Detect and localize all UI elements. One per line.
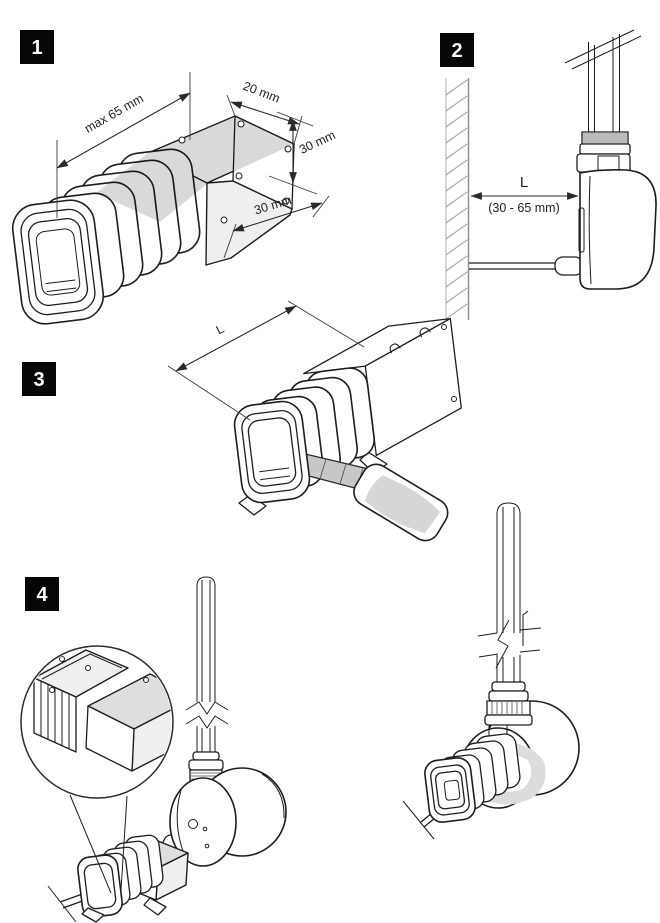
wall-hatch <box>445 79 468 320</box>
dimension-line-depth <box>230 101 300 125</box>
box-foot <box>143 897 167 916</box>
magnifier-pointer-line <box>69 794 112 894</box>
dim-label-max-length: max 65 mm <box>82 91 146 135</box>
threaded-fitting <box>576 131 631 173</box>
cable-gland <box>554 256 584 276</box>
dim-label-height: 30 mm <box>297 128 338 157</box>
step-2: 2 <box>440 29 657 320</box>
badge-square <box>440 33 474 67</box>
dimension-line-width <box>232 202 323 232</box>
wall-section <box>445 78 470 320</box>
step-1-badge: 1 <box>20 30 54 64</box>
bellows-cover-figure <box>11 115 295 325</box>
knife-handle <box>353 463 449 542</box>
cable-cut-mark <box>402 800 435 840</box>
step-2-badge: 2 <box>440 33 474 67</box>
threaded-fitting <box>484 681 533 740</box>
radiator-tube <box>477 502 542 682</box>
pipe-break-icon <box>477 632 498 637</box>
step-number: 1 <box>31 37 42 59</box>
cable-and-cover <box>47 833 189 923</box>
installed-bellows-cover <box>424 732 522 823</box>
cover-foot <box>81 907 105 923</box>
step-1: 1 <box>11 30 338 325</box>
front-ring <box>233 400 311 504</box>
heating-element-assembly-left <box>20 576 287 923</box>
badge-square <box>25 577 59 611</box>
cover-cutting-figure <box>233 317 462 542</box>
step-4-badge: 4 <box>25 577 59 611</box>
element-housing <box>579 169 657 290</box>
dim-label-range: (30 - 65 mm) <box>488 201 560 215</box>
bellows-cover <box>77 833 165 923</box>
element-head <box>169 767 287 867</box>
heating-element-assembly-right <box>402 502 580 840</box>
step-number: 2 <box>451 40 462 62</box>
step-2-dimensions: L (30 - 65 mm) <box>470 174 579 215</box>
radiator-break-lines <box>564 29 642 70</box>
insert-depth-shading <box>96 116 294 222</box>
badge-square <box>20 30 54 64</box>
dim-label-depth: 20 mm <box>241 79 282 106</box>
dimension-line-max-length <box>56 92 191 169</box>
magnified-alignment-view <box>33 649 172 772</box>
pipe-break-icon <box>185 701 229 715</box>
power-cable <box>469 256 584 276</box>
radiator-tube <box>588 34 620 132</box>
heating-element-side-view <box>469 29 657 290</box>
dimension-line-cut-length <box>175 305 297 372</box>
connector-box <box>303 317 462 474</box>
step-3: 3 <box>22 300 462 542</box>
step-number: 3 <box>33 369 44 391</box>
housing-slot <box>578 207 585 253</box>
magnifier-detail <box>20 645 174 894</box>
dim-label-L: L <box>520 174 528 191</box>
cable-cut-mark <box>47 885 77 923</box>
badge-square <box>22 362 56 396</box>
step-4: 4 <box>20 502 580 923</box>
step-number: 4 <box>36 584 48 606</box>
dim-label-L: L <box>214 322 227 338</box>
step-3-badge: 3 <box>22 362 56 396</box>
front-ring <box>11 199 105 325</box>
radiator-tube <box>185 576 229 752</box>
